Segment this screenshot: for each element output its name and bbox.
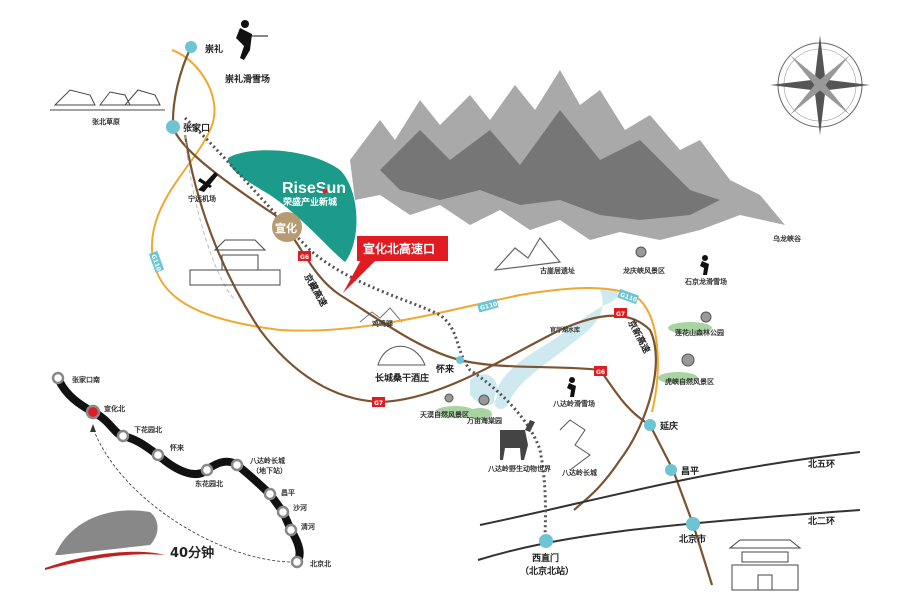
svg-text:G110: G110 (619, 291, 638, 304)
svg-text:万亩海棠园: 万亩海棠园 (466, 416, 502, 425)
badge-g110-1: G110 (148, 250, 165, 273)
badge-g6-2: G6 (594, 366, 607, 376)
risesun-logo: RiseSun (282, 180, 346, 197)
park-patches (435, 322, 712, 420)
rail-inset: 张家口南 宣化北 下花园北 怀来 东花园北 八达岭长城 （地下站） 昌平 沙河 … (51, 371, 331, 569)
svg-text:G7: G7 (616, 311, 625, 318)
svg-text:西直门: 西直门 (532, 552, 559, 564)
highway-name-jingxin: 京新高速 (625, 318, 653, 355)
palace-icon (728, 539, 802, 591)
mountain-range (350, 70, 785, 323)
risesun-industrial-zone (228, 150, 357, 262)
svg-text:石京龙滑雪场: 石京龙滑雪场 (684, 277, 727, 286)
badge-g7-2: G7 (614, 308, 627, 318)
svg-text:张北草原: 张北草原 (92, 117, 120, 126)
svg-text:龙庆峡风景区: 龙庆峡风景区 (622, 266, 665, 275)
svg-text:八达岭滑雪场: 八达岭滑雪场 (552, 399, 595, 408)
highway-name-jingzang: 京藏高速 (301, 272, 329, 309)
gate-tower-icon (189, 239, 281, 286)
svg-text:G110: G110 (150, 253, 163, 272)
badge-g6-1: G6 (298, 251, 311, 261)
airplane-icon (198, 172, 218, 192)
highlighted-station (85, 404, 101, 420)
svg-text:崇礼: 崇礼 (205, 43, 223, 55)
svg-text:虎峡自然风景区: 虎峡自然风景区 (665, 377, 714, 386)
yurt-icon (50, 89, 165, 111)
svg-text:G6: G6 (596, 369, 605, 376)
high-speed-train-icon (45, 510, 165, 570)
svg-text:沙河: 沙河 (293, 503, 307, 512)
svg-text:长城桑干酒庄: 长城桑干酒庄 (375, 372, 429, 384)
svg-text:北京北: 北京北 (310, 559, 331, 568)
svg-text:G6: G6 (300, 254, 309, 261)
g7-road (183, 134, 657, 511)
svg-text:鸡鸣驿: 鸡鸣驿 (371, 319, 394, 328)
tree-icons (444, 246, 712, 406)
great-wall-icon (559, 419, 591, 471)
roads (150, 46, 861, 586)
arrow-head-icon (90, 424, 96, 432)
svg-text:天漠自然风景区: 天漠自然风景区 (420, 410, 469, 419)
stations: 崇礼 张家口 怀来 延庆 昌平 北京市 西直门 （北京北站） (166, 41, 706, 577)
svg-text:八达岭长城: 八达岭长城 (249, 456, 285, 465)
svg-text:八达岭长城: 八达岭长城 (561, 468, 597, 477)
svg-text:（地下站）: （地下站） (252, 466, 287, 475)
svg-text:八达岭野生动物世界: 八达岭野生动物世界 (487, 464, 552, 473)
svg-text:宁远机场: 宁远机场 (188, 194, 216, 203)
svg-text:宣化北: 宣化北 (104, 404, 125, 413)
badge-g110-3: G110 (617, 288, 640, 305)
compass-rose-icon (770, 35, 870, 135)
brand-subtitle: 荣盛产业新城 (282, 196, 337, 208)
skier-icon (236, 20, 268, 60)
railway-line (184, 134, 236, 301)
svg-text:张家口: 张家口 (183, 122, 210, 134)
svg-text:官厅湖水库: 官厅湖水库 (550, 326, 580, 334)
svg-text:清河: 清河 (301, 522, 315, 531)
svg-text:下花园北: 下花园北 (134, 425, 162, 434)
ring-label-5: 北五环 (808, 458, 835, 470)
landmark-labels: 崇礼滑雪场 张北草原 宁远机场 鸡鸣驿 古崖居遗址 龙庆峡风景区 石京龙滑雪场 … (92, 73, 802, 477)
svg-text:（北京北站）: （北京北站） (520, 565, 574, 577)
xuanhua-marker (272, 212, 302, 242)
guanting-reservoir (470, 288, 618, 410)
svg-text:崇礼滑雪场: 崇礼滑雪场 (225, 73, 270, 85)
svg-text:东花园北: 东花园北 (195, 479, 223, 488)
svg-text:莲花山森林公园: 莲花山森林公园 (675, 328, 724, 337)
svg-text:G110: G110 (479, 301, 498, 312)
svg-text:北京市: 北京市 (679, 533, 706, 545)
xuanhua-label: 宣化 (275, 221, 297, 235)
svg-text:怀来: 怀来 (169, 443, 185, 452)
callout-xuanhua-north-exit: 宣化北高速口 (343, 236, 448, 293)
svg-text:宣化北高速口: 宣化北高速口 (363, 241, 435, 256)
svg-text:乌龙峡谷: 乌龙峡谷 (773, 234, 802, 243)
elk-icon (500, 420, 535, 460)
svg-text:昌平: 昌平 (281, 488, 295, 497)
svg-text:昌平: 昌平 (681, 466, 699, 477)
logo-dot (322, 188, 328, 194)
svg-text:延庆: 延庆 (659, 420, 678, 432)
highspeed-rail-dotted (183, 116, 547, 536)
skier-icon (700, 255, 709, 275)
ring-road-2 (477, 509, 861, 561)
svg-text:古崖居遗址: 古崖居遗址 (540, 266, 575, 275)
travel-time-label: 40分钟 (170, 545, 214, 561)
ring-label-2: 北二环 (808, 515, 835, 527)
winery-icon (377, 345, 426, 366)
svg-text:张家口南: 张家口南 (72, 375, 100, 384)
svg-text:G7: G7 (374, 400, 383, 407)
ring-road-5 (479, 451, 861, 526)
badge-g110-2: G110 (477, 298, 499, 313)
g110-road (150, 49, 659, 413)
badge-g7-1: G7 (372, 397, 385, 407)
skier-icon (567, 377, 576, 397)
svg-text:怀来: 怀来 (436, 363, 455, 375)
